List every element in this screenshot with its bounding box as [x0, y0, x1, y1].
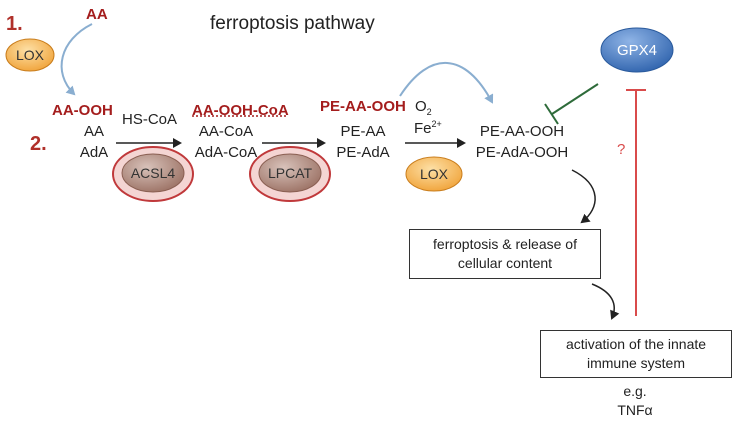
ferroptosis-box-line1: ferroptosis & release of	[433, 236, 577, 253]
innate-immunity-box: activation of the innate immune system	[540, 330, 732, 378]
iron-label: Fe2+	[414, 119, 442, 137]
lox-mid-label: LOX	[419, 166, 448, 182]
oxygen-label: O2	[415, 99, 432, 117]
lox-top-label: LOX	[15, 47, 44, 63]
gpx4-label: GPX4	[616, 41, 658, 59]
aa-ooh-coa-label: AA-OOH-CoA	[192, 102, 289, 119]
step-1-label: 1.	[6, 13, 23, 35]
lox-top-oval	[5, 38, 55, 72]
innate-immunity-line1: activation of the innate	[565, 336, 707, 353]
ferroptosis-box: ferroptosis & release of cellular conten…	[409, 229, 601, 279]
hs-coa-label: HS-CoA	[122, 111, 178, 128]
ada-label: AdA	[79, 144, 109, 161]
diagram-title: ferroptosis pathway	[210, 13, 375, 34]
pe-ada-ooh-label: PE-AdA-OOH	[475, 144, 569, 161]
iron-symbol: Fe	[414, 120, 432, 137]
lox-oxidation-arrow	[60, 23, 93, 96]
example-cytokine: TNFα	[617, 402, 653, 418]
ada-coa-label: AdA-CoA	[194, 144, 258, 161]
acsl4-inner-oval	[121, 153, 185, 193]
lox-mid-oval	[405, 156, 463, 192]
step-2-label: 2.	[30, 133, 47, 155]
acsl4-label: ACSL4	[130, 165, 176, 181]
aa-coa-label: AA-CoA	[198, 123, 254, 140]
pe-aa-label: PE-AA	[340, 123, 386, 140]
arrow-to-ferroptosis	[571, 169, 596, 224]
gpx4-oval	[600, 27, 674, 73]
pe-aa-ooh-red-label: PE-AA-OOH	[320, 98, 406, 115]
aa-top-label: AA	[86, 6, 108, 23]
aa-label: AA	[83, 123, 104, 140]
iron-charge: 2+	[431, 119, 442, 129]
lpcat-inner-oval	[258, 153, 322, 193]
example-prefix: e.g.	[623, 383, 647, 399]
pe-aa-ooh-label: PE-AA-OOH	[479, 123, 565, 140]
oxygen-subscript: 2	[426, 107, 432, 117]
question-mark: ?	[617, 141, 626, 158]
oxygen-symbol: O	[415, 98, 427, 115]
ferroptosis-box-line2: cellular content	[457, 255, 553, 271]
peroxidation-arc-arrow	[399, 61, 494, 104]
gpx4-inhibition-line	[551, 83, 599, 115]
lpcat-label: LPCAT	[267, 165, 313, 181]
innate-immunity-line2: immune system	[586, 355, 685, 371]
aa-ooh-label: AA-OOH	[52, 102, 113, 119]
arrow-to-innate-immunity	[591, 283, 620, 320]
pe-ada-label: PE-AdA	[336, 144, 390, 161]
gpx4-inhibition-bar	[544, 103, 559, 125]
